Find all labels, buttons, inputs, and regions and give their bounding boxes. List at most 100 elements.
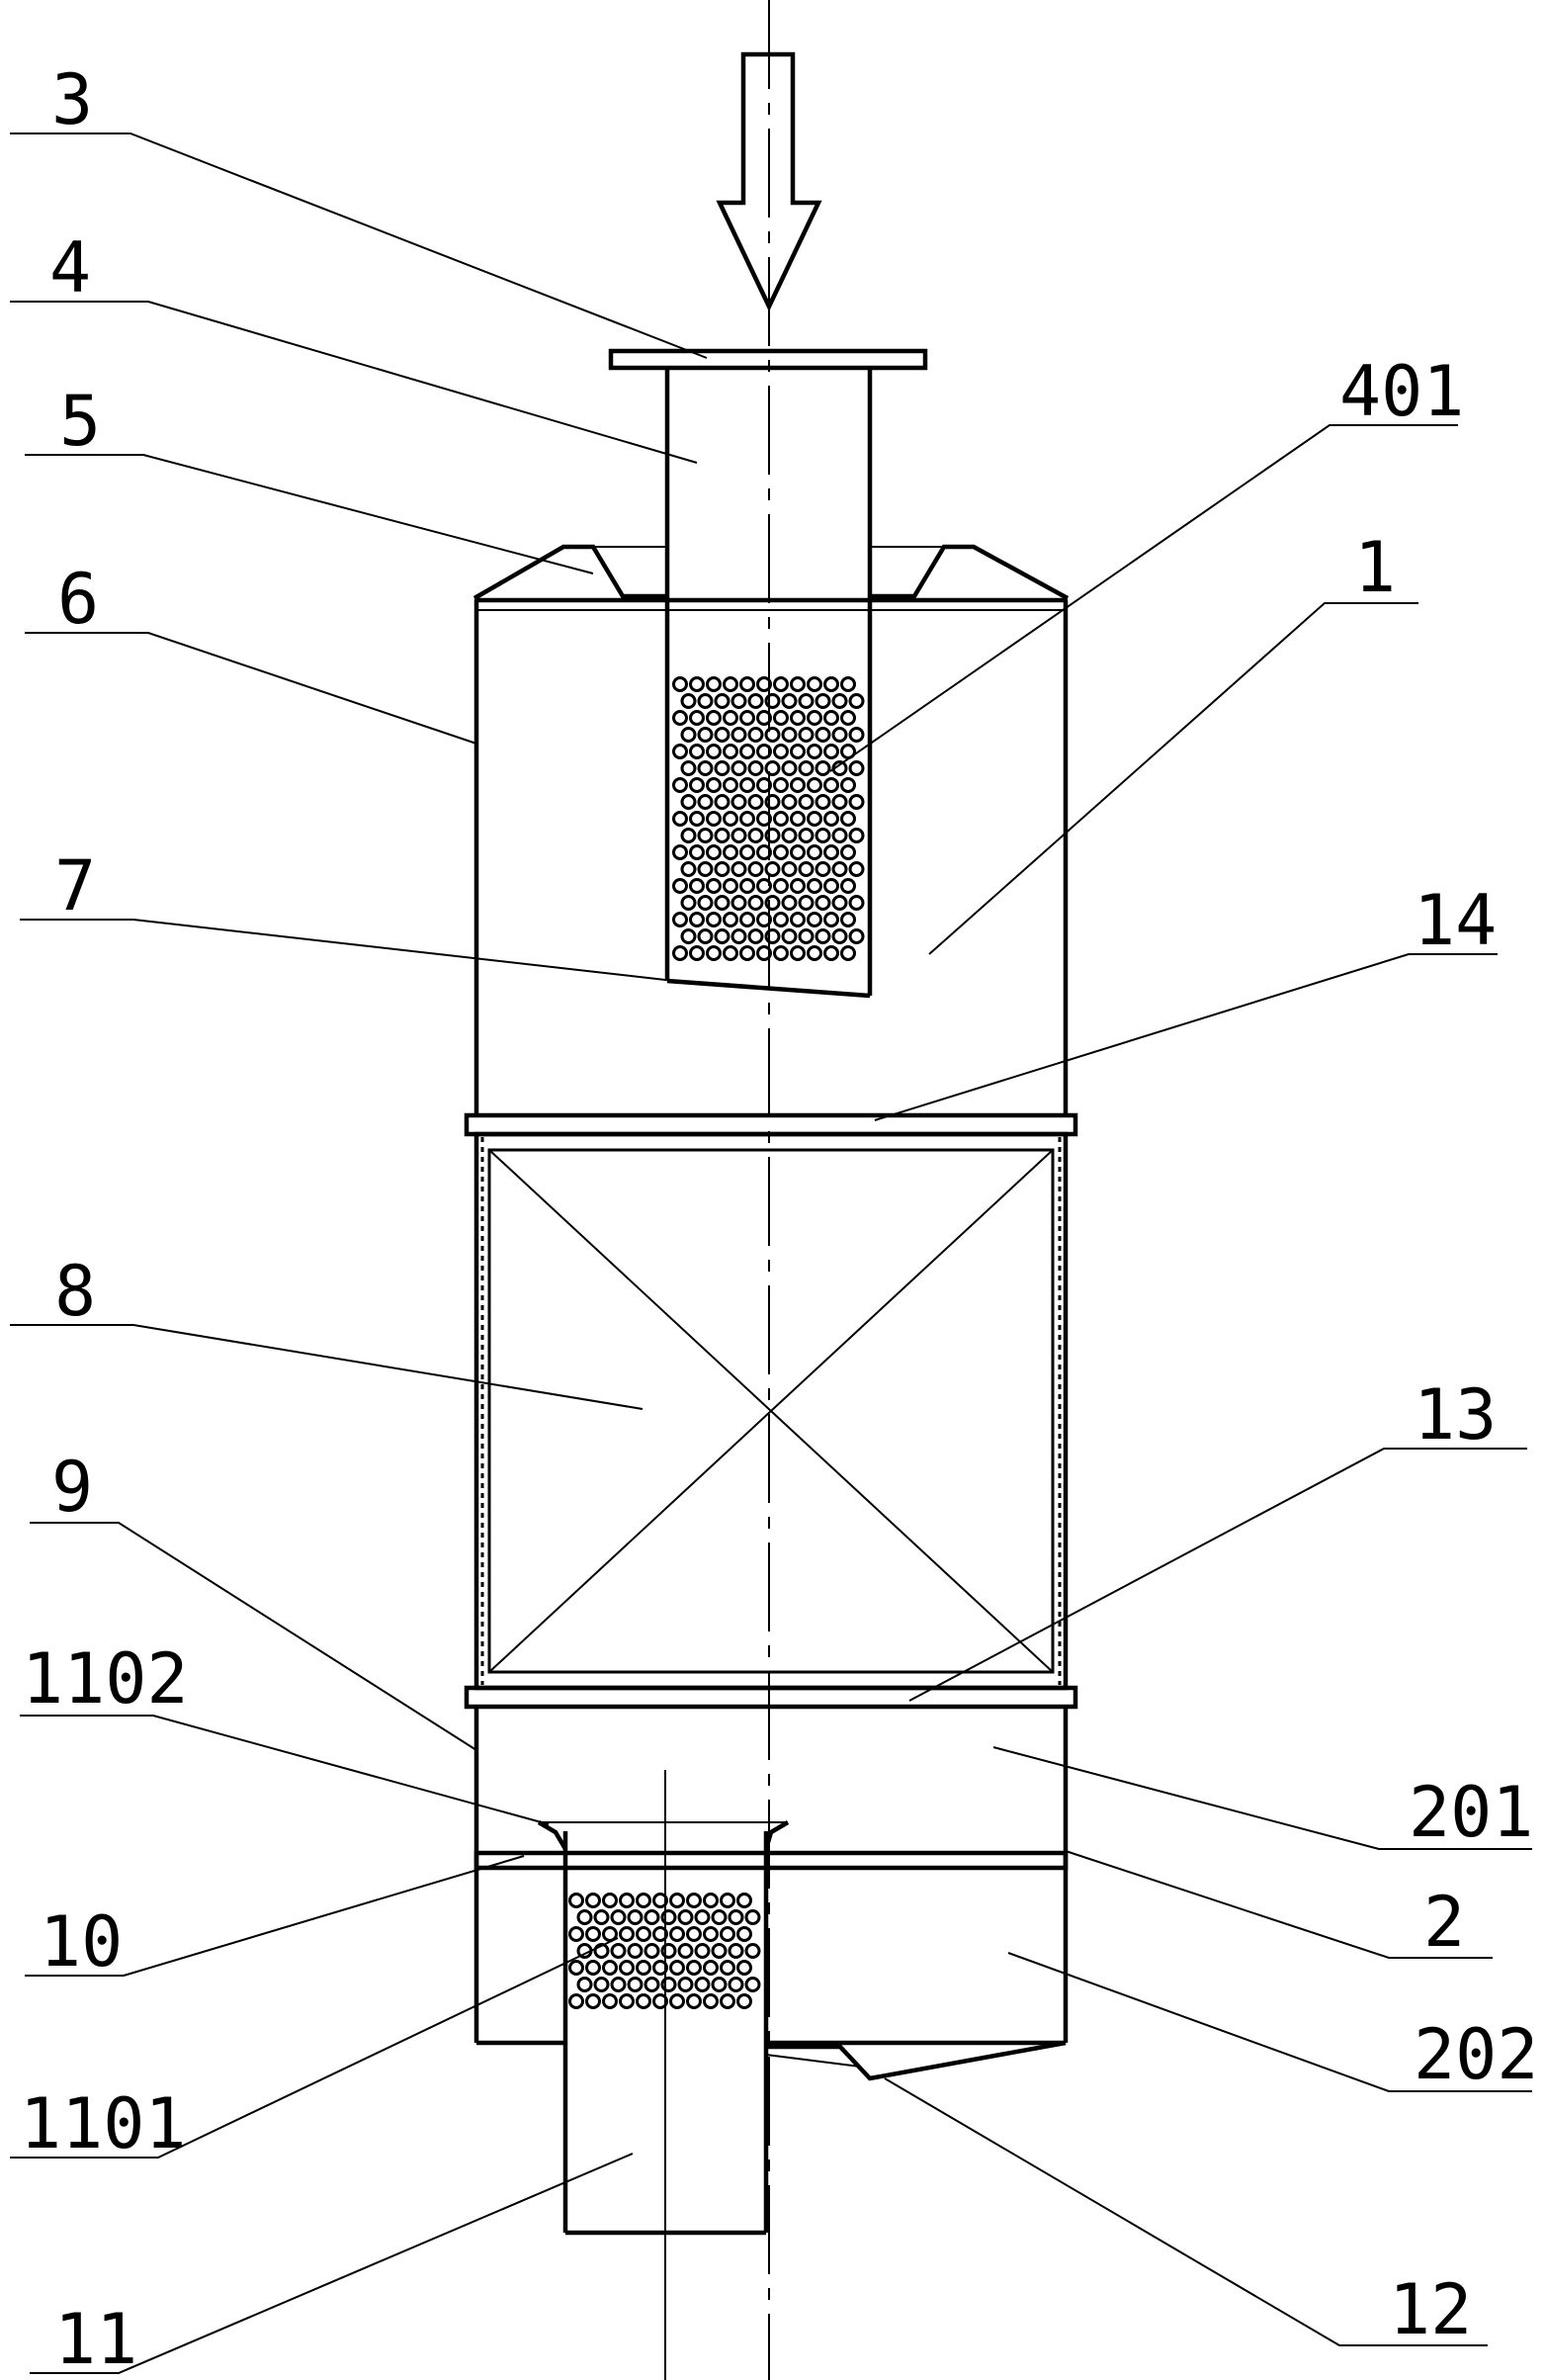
perforation-hole [807,777,822,793]
perforation-hole [739,878,755,894]
perforation-hole [736,1926,752,1942]
perforation-hole [815,895,831,911]
perforation-hole [747,794,764,810]
leader-6 [25,632,477,745]
perforation-hole [781,727,798,743]
perforation-hole [689,912,705,927]
perforation-hole [739,777,755,793]
perforation-hole [747,828,764,843]
perforation-hole [815,794,831,810]
perforation-hole [689,844,705,860]
perforation-hole [593,1909,610,1925]
label-14: 14 [1414,880,1497,961]
perforation-hole [773,912,789,927]
perforation-hole [773,844,789,860]
perforation-hole [823,676,839,692]
perforation-hole [730,928,747,944]
perforation-hole [728,1943,744,1959]
perforation-hole [798,727,815,743]
perforation-hole [848,928,865,944]
perforation-hole [739,945,755,961]
perforation-hole [680,760,697,776]
label-1101: 1101 [20,2083,187,2164]
perforation-hole [660,1909,677,1925]
perforation-hole [689,811,705,827]
label-7: 7 [54,845,96,926]
perforation-hole [815,928,831,944]
perforation-hole [739,811,755,827]
perforation-hole [831,828,848,843]
perforation-hole [739,844,755,860]
perforation-hole [790,777,806,793]
perforation-hole [568,1960,584,1976]
perforation-hole [840,777,856,793]
perforation-hole [706,676,722,692]
label-2: 2 [1423,1882,1465,1963]
inlet-flow-arrow [716,51,822,312]
perforation-hole [756,844,772,860]
perforation-hole [807,844,822,860]
perforation-hole [627,1909,644,1925]
perforation-hole [730,828,747,843]
perforation-hole [576,1909,593,1925]
perforation-hole [706,777,722,793]
perforation-hole [747,928,764,944]
perforation-hole [636,1993,651,2009]
perforation-hole [723,912,738,927]
separator-plate-10 [473,1850,1069,1871]
perforation-hole [807,744,822,759]
perforation-hole [723,945,738,961]
perforation-hole [568,1993,584,2009]
perforation-hole [831,895,848,911]
label-201: 201 [1409,1772,1533,1853]
perforation-hole [697,861,714,877]
inlet-pipe-bottom [666,978,871,999]
perforation-hole [619,1993,635,2009]
bottom-drain-cone-inner [765,2054,861,2068]
perforation-hole [848,828,865,843]
perforation-hole [672,844,688,860]
perforation-hole [739,744,755,759]
perforation-hole [610,1909,627,1925]
perforation-hole [680,861,697,877]
perforation-hole [764,928,781,944]
leader-7 [20,919,675,982]
perforation-hole [706,878,722,894]
perforation-hole [720,1993,735,2009]
perforation-hole [773,945,789,961]
perforation-hole [672,811,688,827]
perforation-hole [703,1960,719,1976]
perforation-hole [652,1893,668,1908]
perforation-hole [711,1943,728,1959]
perforation-hole [686,1926,702,1942]
perforation-hole [593,1943,610,1959]
perforation-hole [627,1943,644,1959]
perforation-hole [697,828,714,843]
perforation-hole [815,693,831,709]
perforation-hole [840,710,856,726]
perforation-hole [781,928,798,944]
perforation-hole [823,777,839,793]
perforation-hole [744,1909,761,1925]
label-6: 6 [57,559,99,640]
perforation-hole [714,928,730,944]
perforation-hole [644,1909,660,1925]
perforation-hole [706,945,722,961]
perforation-hole [736,1993,752,2009]
perforation-hole [669,1993,685,2009]
perforation-hole [840,844,856,860]
perforation-hole [798,760,815,776]
perforation-hole [585,1960,601,1976]
perforation-hole [773,676,789,692]
perforation-hole [798,928,815,944]
perforation-hole [697,895,714,911]
perforation-hole [703,1926,719,1942]
perforation-hole [689,878,705,894]
perforation-hole [831,794,848,810]
perforation-hole [756,811,772,827]
label-8: 8 [54,1251,96,1332]
outlet-pipe-flare-1102 [537,1820,567,1851]
perforation-hole [714,794,730,810]
perforation-hole [619,1960,635,1976]
label-12: 12 [1389,2269,1472,2350]
